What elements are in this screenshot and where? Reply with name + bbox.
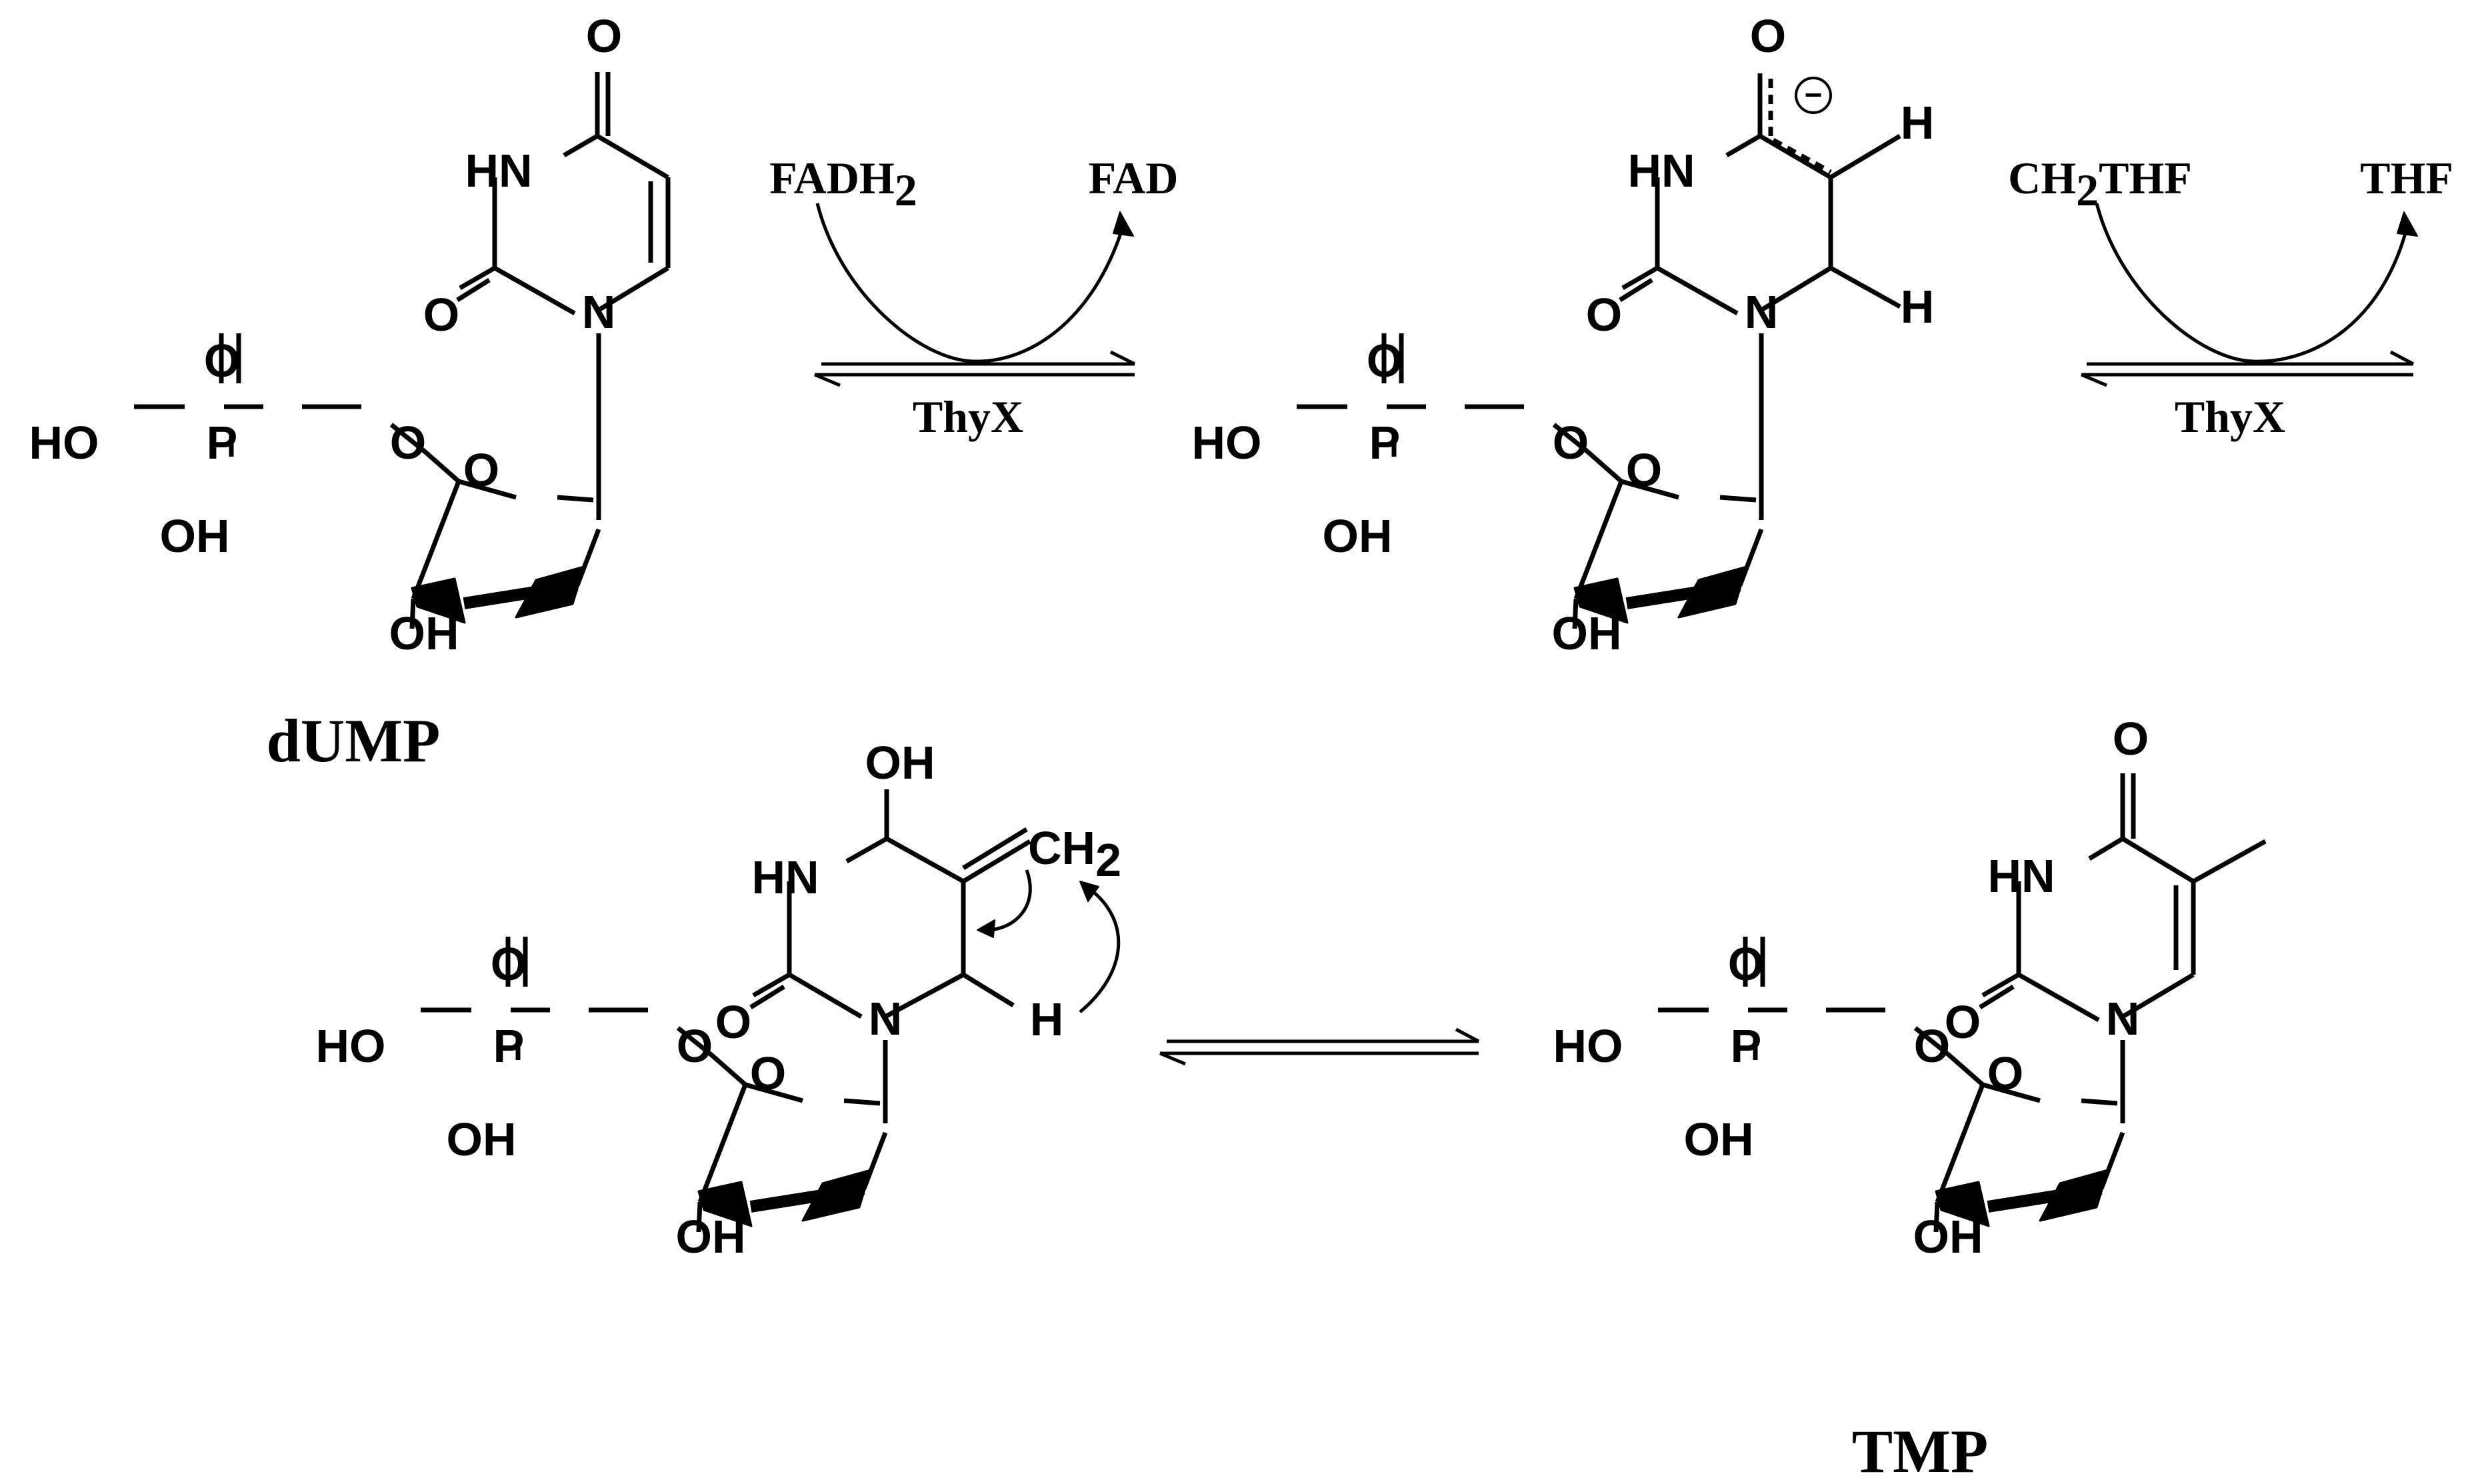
atom-oh: OH xyxy=(160,510,230,562)
atom-o-ring: O xyxy=(1987,1047,2023,1099)
atom-o: O xyxy=(715,996,751,1048)
atom-h: H xyxy=(1901,281,1935,333)
arrow-2 xyxy=(2081,203,2418,387)
atom-n: N xyxy=(869,993,903,1045)
atom-hn: HN xyxy=(465,145,532,197)
atom-oh: OH xyxy=(865,737,935,789)
atom-p: P xyxy=(1731,1020,1762,1072)
atom-p: P xyxy=(493,1020,525,1072)
atom-o: O xyxy=(390,417,426,469)
atom-o: O xyxy=(1367,335,1403,387)
dump-label: dUMP xyxy=(267,707,441,775)
atom-oh: OH xyxy=(1323,510,1393,562)
atom-o: O xyxy=(1945,996,1981,1048)
atom-oh: OH xyxy=(1913,1211,1983,1263)
dump-structure: O HN N O O O P O HO OH OH xyxy=(29,10,671,659)
enzyme-thyx-2: ThyX xyxy=(2175,391,2285,442)
atom-n: N xyxy=(582,286,616,338)
atom-o: O xyxy=(423,289,459,341)
atom-h: H xyxy=(1030,993,1064,1045)
atom-o-ring: O xyxy=(750,1047,786,1099)
atom-o: O xyxy=(1586,289,1622,341)
atom-oh: OH xyxy=(676,1211,746,1263)
atom-ho: HO xyxy=(1192,417,1262,469)
atom-n: N xyxy=(2106,993,2140,1045)
cofactor-thf: THF xyxy=(2360,153,2453,203)
atom-ch2: CH2 xyxy=(1028,822,1121,886)
atom-hn: HN xyxy=(1987,850,2055,902)
arrow-3 xyxy=(1159,1027,1480,1066)
atom-o: O xyxy=(677,1020,713,1072)
atom-oh: OH xyxy=(389,607,459,659)
cofactor-fad: FAD xyxy=(1089,153,1179,203)
atom-o-ring: O xyxy=(1626,444,1662,496)
atom-p: P xyxy=(207,417,238,469)
atom-oh: OH xyxy=(1552,607,1622,659)
charge-minus: − xyxy=(1805,77,1823,112)
atom-o: O xyxy=(2113,713,2149,765)
atom-ho: HO xyxy=(316,1020,386,1072)
atom-o: O xyxy=(586,10,622,62)
atom-hn: HN xyxy=(1627,145,1695,197)
atom-o: O xyxy=(491,938,527,990)
intermediate-structure: − O H H HN N O O O P O HO OH OH xyxy=(1192,10,1935,659)
enzyme-thyx-1: ThyX xyxy=(913,391,1023,442)
atom-o: O xyxy=(1914,1020,1950,1072)
atom-o: O xyxy=(1553,417,1589,469)
atom-o-ring: O xyxy=(463,444,499,496)
atom-oh: OH xyxy=(1684,1113,1754,1165)
atom-o: O xyxy=(1750,10,1786,62)
methylene-structure: OH CH2 HN N O H O O P O HO OH OH xyxy=(316,737,1122,1263)
tmp-label: TMP xyxy=(1852,1417,1988,1484)
atom-o: O xyxy=(1728,938,1764,990)
cofactor-fadh2: FADH2 xyxy=(769,153,917,215)
arrow-1 xyxy=(814,203,1136,387)
tmp-structure: O HN N O O O P O HO OH OH xyxy=(1553,713,2267,1263)
atom-n: N xyxy=(1745,286,1779,338)
atom-ho: HO xyxy=(1553,1020,1623,1072)
atom-h: H xyxy=(1901,97,1935,149)
atom-p: P xyxy=(1369,417,1401,469)
atom-ho: HO xyxy=(29,417,99,469)
cofactor-ch2thf: CH2THF xyxy=(2008,153,2192,215)
atom-hn: HN xyxy=(751,851,819,903)
atom-oh: OH xyxy=(447,1113,517,1165)
atom-o: O xyxy=(204,335,240,387)
